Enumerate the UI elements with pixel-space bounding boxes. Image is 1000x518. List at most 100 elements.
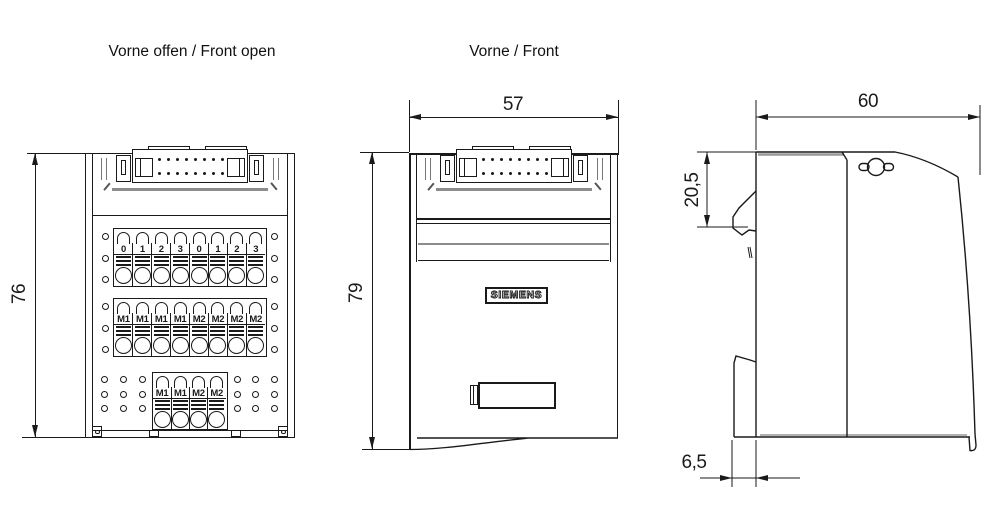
terminal-contact <box>210 256 226 266</box>
logo-plate: SIEMENS <box>485 287 548 304</box>
inner-wall-right <box>610 154 611 262</box>
cover-groove <box>418 243 609 245</box>
terminal: M1 <box>170 299 190 356</box>
latch-slot <box>577 160 583 175</box>
extension-line <box>617 100 619 155</box>
vent-hatch-left <box>425 158 431 180</box>
extension-line <box>22 437 85 438</box>
wire-opening <box>209 336 227 354</box>
dimension-line <box>35 153 36 437</box>
terminal: M2 <box>188 373 208 429</box>
extension-line <box>360 151 409 153</box>
terminal-label: 1 <box>208 244 228 255</box>
terminal-contact <box>248 256 264 266</box>
base-tab <box>231 430 241 437</box>
terminal: M2 <box>245 299 266 356</box>
terminal: 0 <box>189 229 209 286</box>
wire-opening <box>228 266 246 284</box>
wire-opening <box>247 266 265 284</box>
wire-opening <box>133 336 151 354</box>
dimension-side-depth: 60 <box>857 91 879 112</box>
view-title-front: Vorne / Front <box>469 43 559 60</box>
connector-clip-left <box>135 158 153 177</box>
front-open-view: 0 1 2 3 0 1 2 3 M1 M1 M1 M1 M2 M2 M2 M2 … <box>85 145 295 442</box>
clip-line <box>239 159 240 176</box>
connector-clip-left <box>459 158 477 177</box>
terminal-contact <box>229 326 245 336</box>
side-foot <box>968 433 977 452</box>
terminal-label: M1 <box>171 388 190 399</box>
terminal-label: M2 <box>208 314 228 325</box>
ejector-tick <box>594 182 602 191</box>
terminal-label: M2 <box>207 388 226 399</box>
wire-opening <box>152 336 170 354</box>
terminal: 3 <box>245 229 266 286</box>
inner-wall-left <box>416 154 417 262</box>
wire-opening <box>247 336 265 354</box>
clip-line <box>464 159 465 176</box>
wire-opening <box>114 266 132 284</box>
clamp-release <box>192 231 206 244</box>
terminal-contact <box>153 256 169 266</box>
terminal-contact <box>172 326 188 336</box>
terminal-label: 1 <box>132 244 152 255</box>
base-tab <box>149 430 159 437</box>
terminal-label: M2 <box>189 388 208 399</box>
terminal-contact <box>172 256 188 266</box>
clamp-release <box>230 301 244 314</box>
terminal: 1 <box>132 229 152 286</box>
terminal-contact <box>115 256 131 266</box>
inner-wall-left <box>92 154 93 437</box>
screw-wing-left <box>858 162 870 172</box>
dimension-line <box>409 117 618 118</box>
clamp-release <box>173 375 187 388</box>
terminal-label: 0 <box>114 244 133 255</box>
wire-opening <box>171 336 189 354</box>
screw-wing-right <box>882 162 895 172</box>
terminal: M1 <box>132 299 152 356</box>
connector-clip-right <box>551 158 569 177</box>
terminal-contact <box>248 326 264 336</box>
clamp-release <box>230 231 244 244</box>
clamp-release <box>249 301 263 314</box>
dimension-side-top-section: 20,5 <box>682 172 703 208</box>
terminal-label: 2 <box>227 244 247 255</box>
arrowhead <box>32 153 38 165</box>
screw-column <box>101 233 109 283</box>
terminal: M2 <box>226 299 247 356</box>
bottom-contour <box>409 437 618 451</box>
terminal-contact <box>191 326 207 336</box>
wire-opening <box>208 410 226 428</box>
clamp-release <box>135 231 149 244</box>
terminal-contact <box>154 400 170 410</box>
dimension-side-rail-lug: 6,5 <box>681 452 707 473</box>
dimension-front-open-height: 76 <box>9 283 30 305</box>
latch-slot <box>444 160 450 175</box>
screw-column <box>271 233 278 283</box>
screw-column <box>119 376 127 412</box>
terminal-contact <box>172 400 188 410</box>
wire-opening <box>152 266 170 284</box>
extension-line <box>27 152 85 154</box>
cover-edge <box>418 260 609 262</box>
hook-detail <box>747 246 753 259</box>
latch-right <box>573 155 588 182</box>
panel-divider <box>92 215 288 216</box>
side-view <box>697 100 981 487</box>
wire-opening <box>190 266 208 284</box>
terminal-label: M2 <box>189 314 209 325</box>
terminal-contact <box>134 326 150 336</box>
dimension-line <box>372 152 373 449</box>
terminal-label: 0 <box>189 244 209 255</box>
terminal-label: M1 <box>170 314 190 325</box>
idc-connector <box>456 149 572 183</box>
terminal-label: M1 <box>114 314 133 325</box>
terminal-block-2: M1 M1 M1 M1 M2 M2 M2 M2 <box>113 298 267 357</box>
terminal: M1 <box>153 373 172 429</box>
wire-opening <box>228 336 246 354</box>
clamp-release <box>191 375 205 388</box>
label-slot <box>478 382 556 409</box>
terminal: M1 <box>170 373 190 429</box>
wire-opening <box>189 410 207 428</box>
arrowhead <box>369 437 375 449</box>
